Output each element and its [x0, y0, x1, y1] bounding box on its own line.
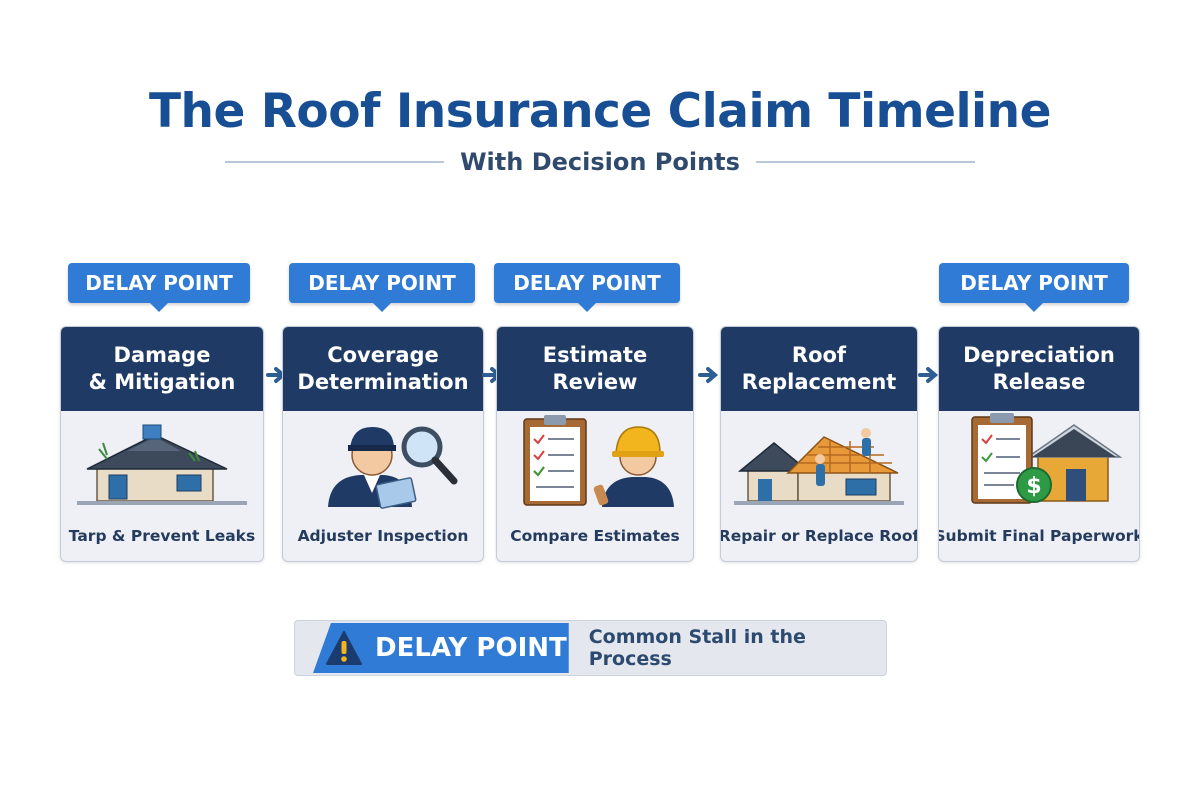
damaged-house-icon: [61, 411, 263, 511]
subtitle-rule-right: [755, 161, 976, 163]
step-title: Damage & Mitigation: [61, 327, 263, 411]
step-title: Estimate Review: [497, 327, 693, 411]
adjuster-magnifier-icon: [283, 411, 483, 511]
arrow-right-icon: [918, 367, 939, 383]
step-card-estimate-review: Estimate Review Compare Estimates: [496, 326, 694, 562]
step-caption: Repair or Replace Roof: [720, 527, 918, 545]
step-card-roof-replacement: Roof Replacement Repair or Replace Roof: [720, 326, 918, 562]
delay-badge-step-2: DELAY POINT: [289, 263, 475, 312]
paperwork-house-money-icon: $: [939, 411, 1139, 511]
step-title: Roof Replacement: [721, 327, 917, 411]
step-card-depreciation-release: Depreciation Release $ Submit Final Pape…: [938, 326, 1140, 562]
roofers-house-icon: [721, 411, 917, 511]
delay-badge-step-3: DELAY POINT: [494, 263, 680, 312]
step-title: Depreciation Release: [939, 327, 1139, 411]
page-title: The Roof Insurance Claim Timeline: [148, 84, 1052, 139]
step-card-damage-mitigation: Damage & Mitigation Tarp & Prevent Leaks: [60, 326, 264, 562]
page-subtitle: With Decision Points: [460, 148, 740, 176]
arrow-right-icon: [698, 367, 719, 383]
delay-badge-step-1: DELAY POINT: [68, 263, 250, 312]
legend: DELAY POINT Common Stall in the Process: [294, 620, 887, 676]
warning-icon: [326, 631, 362, 665]
subtitle-row: With Decision Points: [225, 146, 976, 178]
step-caption: Adjuster Inspection: [297, 527, 469, 545]
subtitle-rule-left: [225, 161, 445, 163]
step-caption: Tarp & Prevent Leaks: [68, 527, 256, 545]
step-title: Coverage Determination: [283, 327, 483, 411]
step-card-coverage-determination: Coverage Determination Adjuster Inspecti…: [282, 326, 484, 562]
legend-text: Common Stall in the Process: [588, 626, 806, 670]
clipboard-worker-icon: [497, 411, 693, 511]
svg-text:$: $: [1026, 474, 1041, 499]
step-caption: Submit Final Paperwork: [938, 527, 1140, 545]
legend-badge-label: DELAY POINT: [375, 633, 567, 663]
legend-badge: DELAY POINT: [313, 623, 569, 673]
delay-badge-step-5: DELAY POINT: [939, 263, 1129, 312]
step-caption: Compare Estimates: [510, 527, 680, 545]
